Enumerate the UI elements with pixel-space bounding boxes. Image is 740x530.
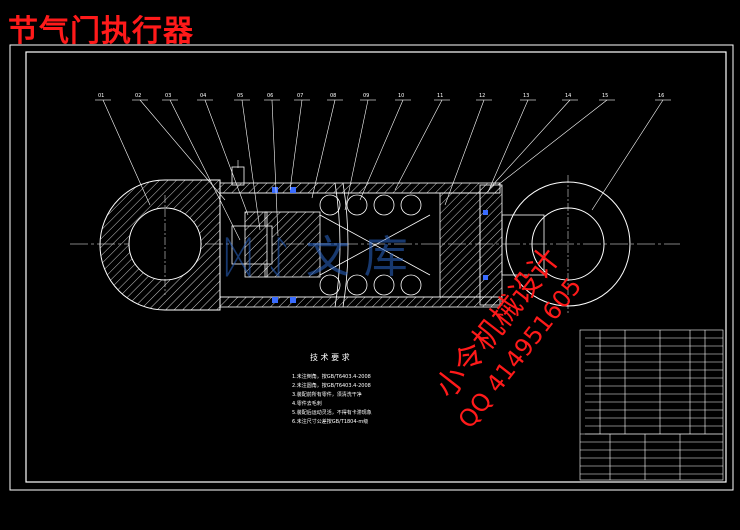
svg-text:ᛞ ᛇ 文 库: ᛞ ᛇ 文 库 bbox=[225, 232, 408, 283]
outer-border bbox=[9, 44, 734, 491]
callout-leader bbox=[271, 99, 279, 237]
piston bbox=[231, 160, 321, 278]
callout-leader bbox=[204, 99, 249, 216]
callout-leader bbox=[591, 99, 664, 211]
callout-label: 09 bbox=[363, 93, 369, 99]
callout-leader bbox=[497, 99, 608, 186]
callout-label: 13 bbox=[523, 93, 529, 99]
note-line: 4.零件去毛刺 bbox=[292, 400, 322, 407]
callout-label: 11 bbox=[437, 93, 443, 99]
note-line: 6.未注尺寸公差按GB/T1804-m级 bbox=[292, 418, 368, 425]
callout-leader bbox=[489, 99, 571, 189]
callout-group: 01 02 03 04 05 06 07 08 09 10 11 12 13 14 15 16 bbox=[95, 93, 671, 241]
watermark-blue: ᛞ ᛇ 文 库 bbox=[225, 232, 408, 283]
note-line: 2.未注圆角，按GB/T6403.4-2008 bbox=[292, 382, 371, 389]
right-rod-eye bbox=[505, 175, 631, 315]
callout-label: 16 bbox=[658, 93, 664, 99]
seals bbox=[272, 187, 488, 303]
callout-leader bbox=[344, 99, 369, 211]
callout-label: 10 bbox=[398, 93, 404, 99]
note-line: 1.未注倒角，按GB/T6403.4-2008 bbox=[292, 373, 371, 380]
callout-label: 07 bbox=[297, 93, 303, 99]
callout-label: 05 bbox=[237, 93, 243, 99]
springs bbox=[319, 194, 431, 296]
callout-label: 01 bbox=[98, 93, 104, 99]
callout-leader bbox=[241, 99, 261, 231]
callout-leader bbox=[289, 99, 303, 191]
callout-label: 08 bbox=[330, 93, 336, 99]
callout-leader bbox=[311, 99, 336, 199]
callout-leader bbox=[487, 99, 529, 193]
callout-label: 04 bbox=[200, 93, 206, 99]
callout-leader bbox=[359, 99, 404, 201]
notes-heading: 技 术 要 求 bbox=[310, 352, 350, 362]
callout-label: 14 bbox=[565, 93, 571, 99]
callout-label: 06 bbox=[267, 93, 273, 99]
title-block bbox=[579, 329, 724, 481]
callout-leader bbox=[444, 99, 485, 206]
drawing-title: 节气门执行器 bbox=[8, 14, 194, 49]
callout-label: 15 bbox=[602, 93, 608, 99]
callout-leader bbox=[139, 99, 226, 201]
callout-label: 02 bbox=[135, 93, 141, 99]
tech-notes: 技 术 要 求 1.未注倒角，按GB/T6403.4-2008 2.未注圆角，按… bbox=[292, 352, 372, 425]
callout-leader bbox=[102, 99, 151, 206]
note-line: 3.装配前所有零件，须清洗干净 bbox=[292, 391, 362, 398]
inner-border bbox=[25, 51, 727, 483]
callout-leader bbox=[394, 99, 443, 191]
left-clevis-eye bbox=[99, 179, 221, 311]
callout-leader bbox=[169, 99, 241, 241]
callout-label: 03 bbox=[165, 93, 171, 99]
callout-label: 12 bbox=[479, 93, 485, 99]
note-line: 5.装配后运动灵活，不得有卡滞现象 bbox=[292, 409, 372, 416]
